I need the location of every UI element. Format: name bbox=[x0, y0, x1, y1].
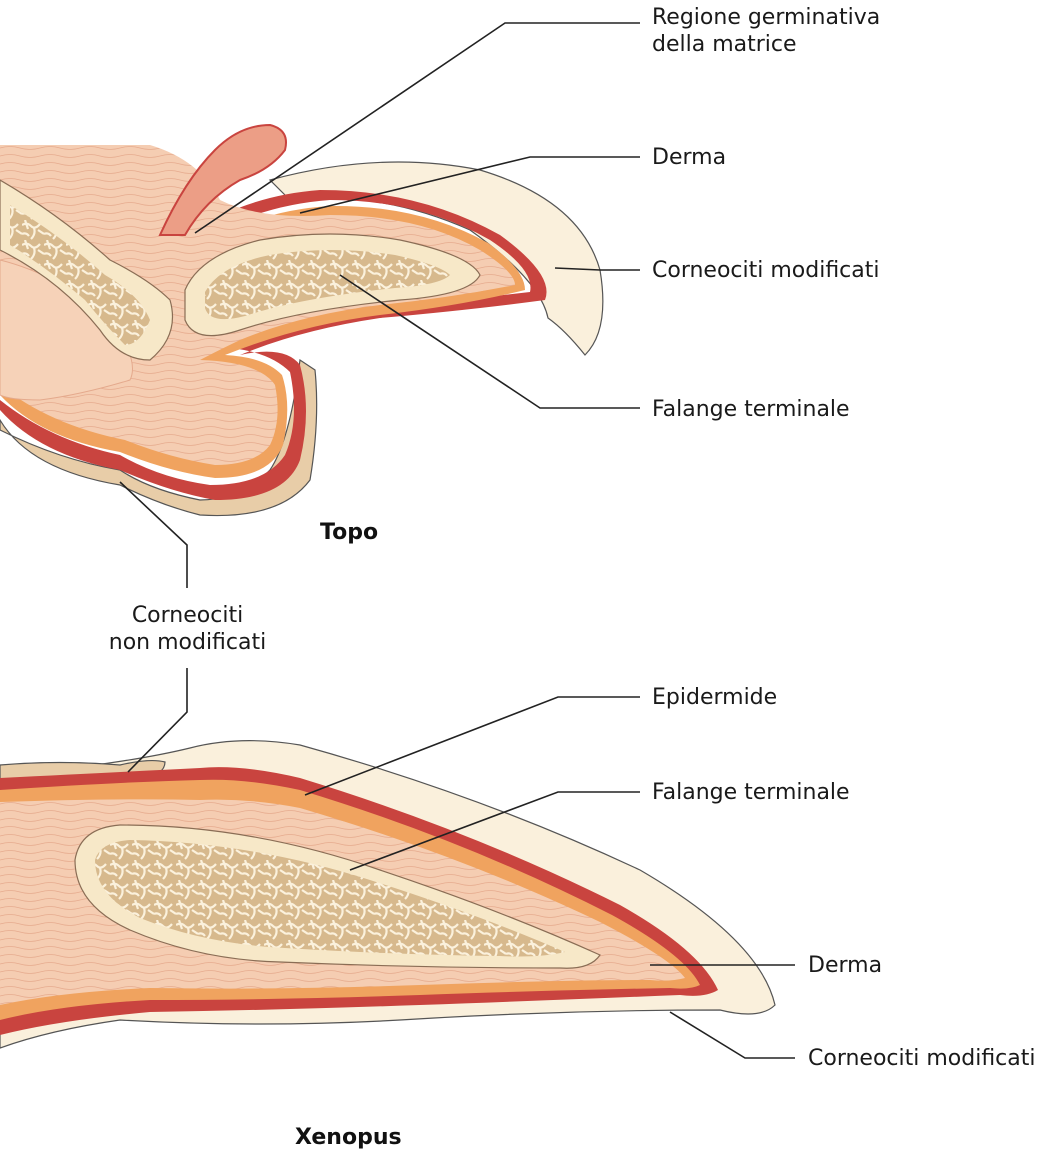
label-unmodified-corneocytes: Corneociti non modificati bbox=[95, 602, 280, 656]
mouse-digit bbox=[0, 125, 603, 516]
label-germinal-line1: Regione germinativa bbox=[652, 4, 880, 31]
leader-xenopus-modified bbox=[670, 1012, 795, 1058]
label-xenopus-terminal-phalanx: Falange terminale bbox=[652, 779, 850, 806]
label-mouse-terminal-phalanx: Falange terminale bbox=[652, 396, 850, 423]
label-germinal-line2: della matrice bbox=[652, 31, 880, 58]
label-unmodified-line1: Corneociti bbox=[95, 602, 280, 629]
label-mouse-modified-corneocytes: Corneociti modificati bbox=[652, 257, 880, 284]
mouse-title: Topo bbox=[320, 520, 378, 545]
xenopus-title: Xenopus bbox=[295, 1125, 402, 1150]
label-xenopus-dermis: Derma bbox=[808, 952, 882, 979]
label-epidermis: Epidermide bbox=[652, 684, 777, 711]
label-germinal-region: Regione germinativa della matrice bbox=[652, 4, 880, 58]
label-unmodified-line2: non modificati bbox=[95, 629, 280, 656]
label-mouse-dermis: Derma bbox=[652, 144, 726, 171]
label-xenopus-modified-corneocytes: Corneociti modificati bbox=[808, 1045, 1036, 1072]
